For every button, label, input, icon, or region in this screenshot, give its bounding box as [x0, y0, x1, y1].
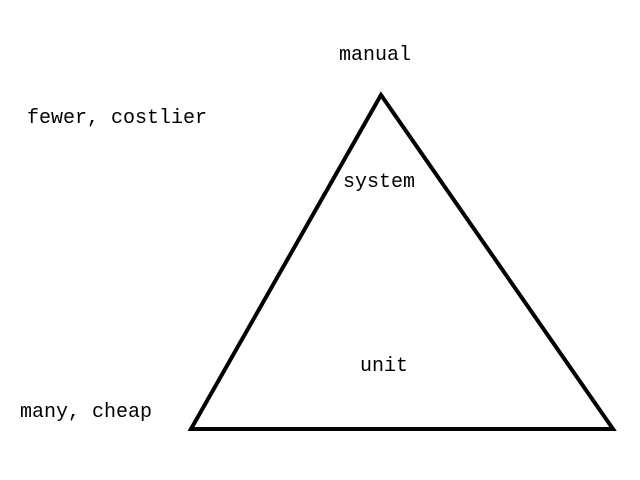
unit-layer-label: unit	[360, 355, 409, 378]
system-layer-label: system	[343, 171, 416, 194]
apex-label: manual	[339, 44, 412, 67]
fewer-costlier-label: fewer, costlier	[27, 107, 208, 130]
many-cheap-label: many, cheap	[20, 401, 153, 424]
pyramid-outline	[187, 91, 617, 431]
